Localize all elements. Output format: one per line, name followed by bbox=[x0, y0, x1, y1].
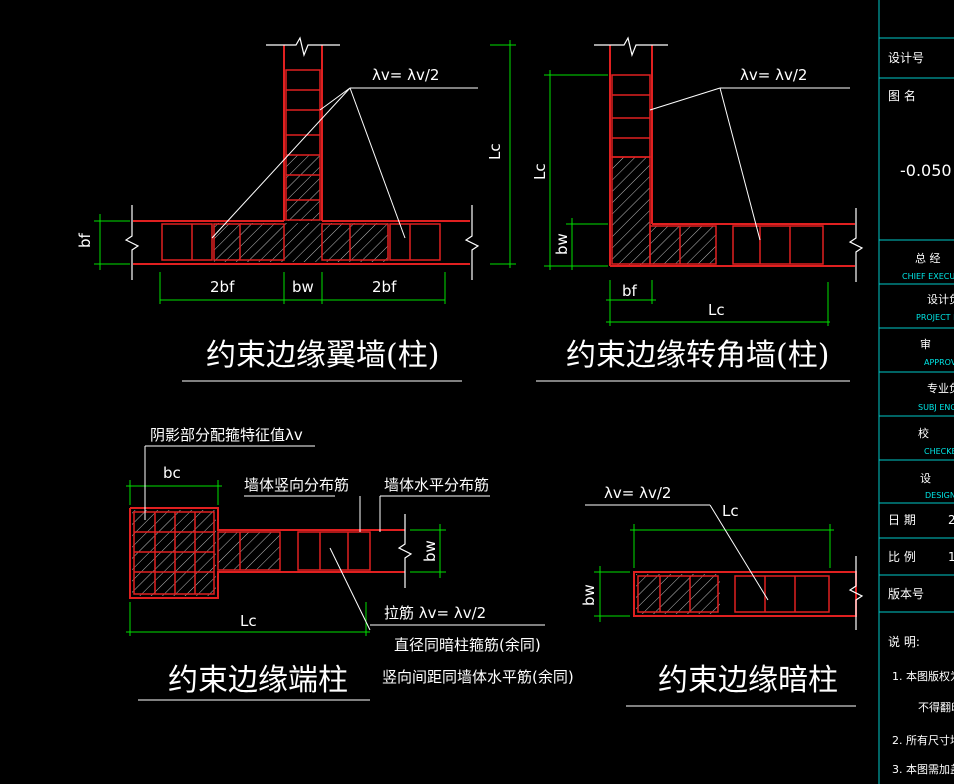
flange-dimensions bbox=[94, 40, 516, 304]
flange-wall-detail: λv= λv/2 bf Lc 2bf bw 2bf 约束边缘翼墙(柱) bbox=[76, 36, 516, 382]
note-1b: 不得翻印 bbox=[918, 700, 954, 714]
corner-wall-title: 约束边缘转角墙(柱) bbox=[566, 338, 829, 373]
hidden-column-shadow bbox=[636, 574, 720, 614]
end-column-spacing-note: 竖向间距同墙体水平筋(余同) bbox=[382, 668, 574, 686]
hidden-column-title: 约束边缘暗柱 bbox=[658, 663, 838, 698]
project-label-en: PROJECT L bbox=[916, 313, 954, 322]
flange-stirrups bbox=[161, 69, 441, 261]
flange-dim-2bf-left: 2bf bbox=[210, 278, 235, 296]
corner-break-symbols bbox=[594, 36, 864, 282]
hidden-column-stirrups bbox=[637, 575, 830, 613]
chief-label: 总 经 bbox=[915, 251, 941, 265]
end-column-tie-note: 拉筋 λv= λv/2 bbox=[384, 604, 486, 622]
end-column-wall-shadow bbox=[218, 532, 280, 570]
version-label: 版本号 bbox=[888, 587, 924, 601]
end-column-dimensions bbox=[126, 480, 446, 636]
corner-stirrups bbox=[611, 74, 824, 265]
flange-wall-title: 约束边缘翼墙(柱) bbox=[206, 338, 439, 373]
chief-label-en: CHIEF EXECUTI bbox=[902, 272, 954, 281]
hidden-column-body bbox=[633, 571, 857, 617]
note-3: 3. 本图需加盖 bbox=[892, 762, 954, 776]
end-column-shadow-note: 阴影部分配箍特征值λv bbox=[150, 426, 303, 444]
flange-dim-bf: bf bbox=[76, 232, 94, 248]
end-column-leaders bbox=[144, 445, 545, 631]
designed-label: 设 bbox=[920, 472, 931, 485]
flange-wall-body bbox=[133, 45, 470, 265]
end-column-break-symbol bbox=[397, 514, 413, 588]
scale-value: 1 bbox=[948, 550, 954, 564]
scale-label: 比 例 bbox=[888, 550, 916, 564]
end-column-horizontal-bar-note: 墙体水平分布筋 bbox=[384, 476, 489, 494]
end-column-vertical-bar-note: 墙体竖向分布筋 bbox=[244, 476, 349, 494]
corner-dim-bw: bw bbox=[553, 233, 571, 255]
note-1: 1. 本图版权为本 bbox=[892, 669, 954, 683]
corner-shadow-zone-vertical bbox=[612, 157, 650, 265]
flange-dim-bw: bw bbox=[292, 278, 314, 296]
corner-dim-lc-vertical: Lc bbox=[531, 163, 549, 180]
notes-title: 说 明: bbox=[888, 634, 920, 649]
design-no-label: 设计号 bbox=[888, 51, 924, 65]
end-column-dim-lc: Lc bbox=[240, 612, 257, 630]
hidden-column-dimensions bbox=[594, 524, 834, 622]
date-label: 日 期 bbox=[888, 513, 916, 527]
end-column-body bbox=[129, 507, 405, 599]
end-column-title: 约束边缘端柱 bbox=[168, 663, 348, 698]
end-column-shadow bbox=[132, 510, 216, 596]
corner-dim-lc-horizontal: Lc bbox=[708, 301, 725, 319]
checked-label: 校 bbox=[918, 426, 929, 440]
flange-shadow-zone bbox=[214, 223, 388, 262]
end-column-dim-bw: bw bbox=[421, 540, 439, 562]
flange-break-symbols bbox=[124, 36, 480, 280]
hidden-column-detail: λv= λv/2 Lc bw 约束边缘暗柱 bbox=[580, 484, 864, 707]
end-column-stirrups bbox=[133, 511, 371, 595]
project-label: 设计负 bbox=[927, 292, 954, 306]
flange-lambda-label: λv= λv/2 bbox=[372, 66, 439, 84]
drawing-name-value: -0.050 bbox=[900, 161, 952, 180]
flange-leaders bbox=[211, 87, 478, 239]
corner-dimensions bbox=[544, 70, 830, 326]
designed-label-en: DESIGNE bbox=[925, 491, 954, 500]
flange-dim-lc: Lc bbox=[486, 143, 504, 160]
end-column-dim-bc: bc bbox=[163, 464, 181, 482]
corner-leaders bbox=[649, 87, 850, 241]
hidden-column-dim-bw: bw bbox=[580, 584, 598, 606]
flange-dim-2bf-right: 2bf bbox=[372, 278, 397, 296]
title-block-frame bbox=[878, 0, 954, 784]
corner-dim-bf: bf bbox=[622, 282, 638, 300]
corner-shadow-zone-horizontal bbox=[650, 226, 716, 264]
subj-label: 专业负 bbox=[927, 381, 954, 395]
hidden-column-lambda-label: λv= λv/2 bbox=[604, 484, 671, 502]
corner-wall-body bbox=[609, 45, 855, 267]
checked-label-en: CHECKED bbox=[924, 447, 954, 456]
end-column-diameter-note: 直径同暗柱箍筋(余同) bbox=[394, 636, 541, 654]
date-value: 2 bbox=[948, 513, 954, 527]
drawing-name-label: 图 名 bbox=[888, 88, 916, 103]
subj-label-en: SUBJ ENG bbox=[918, 403, 954, 412]
note-2: 2. 所有尺寸均 bbox=[892, 733, 954, 747]
hidden-column-leaders bbox=[585, 504, 769, 601]
hidden-column-break-symbol bbox=[848, 556, 864, 630]
web-shadow-zone bbox=[286, 155, 320, 221]
title-block: 设计号 图 名 -0.050 总 经 CHIEF EXECUTI 设计负 PRO… bbox=[878, 0, 954, 784]
corner-wall-detail: λv= λv/2 Lc bw bf Lc 约束边缘转角墙(柱) bbox=[531, 36, 864, 382]
hidden-column-dim-lc: Lc bbox=[722, 502, 739, 520]
approved-label: 审 bbox=[920, 337, 931, 351]
end-column-detail: 阴影部分配箍特征值λv bc 墙体竖向分布筋 墙体水平分布筋 bw 拉筋 λv=… bbox=[126, 426, 574, 701]
approved-label-en: APPROVE bbox=[924, 358, 954, 367]
corner-lambda-label: λv= λv/2 bbox=[740, 66, 807, 84]
